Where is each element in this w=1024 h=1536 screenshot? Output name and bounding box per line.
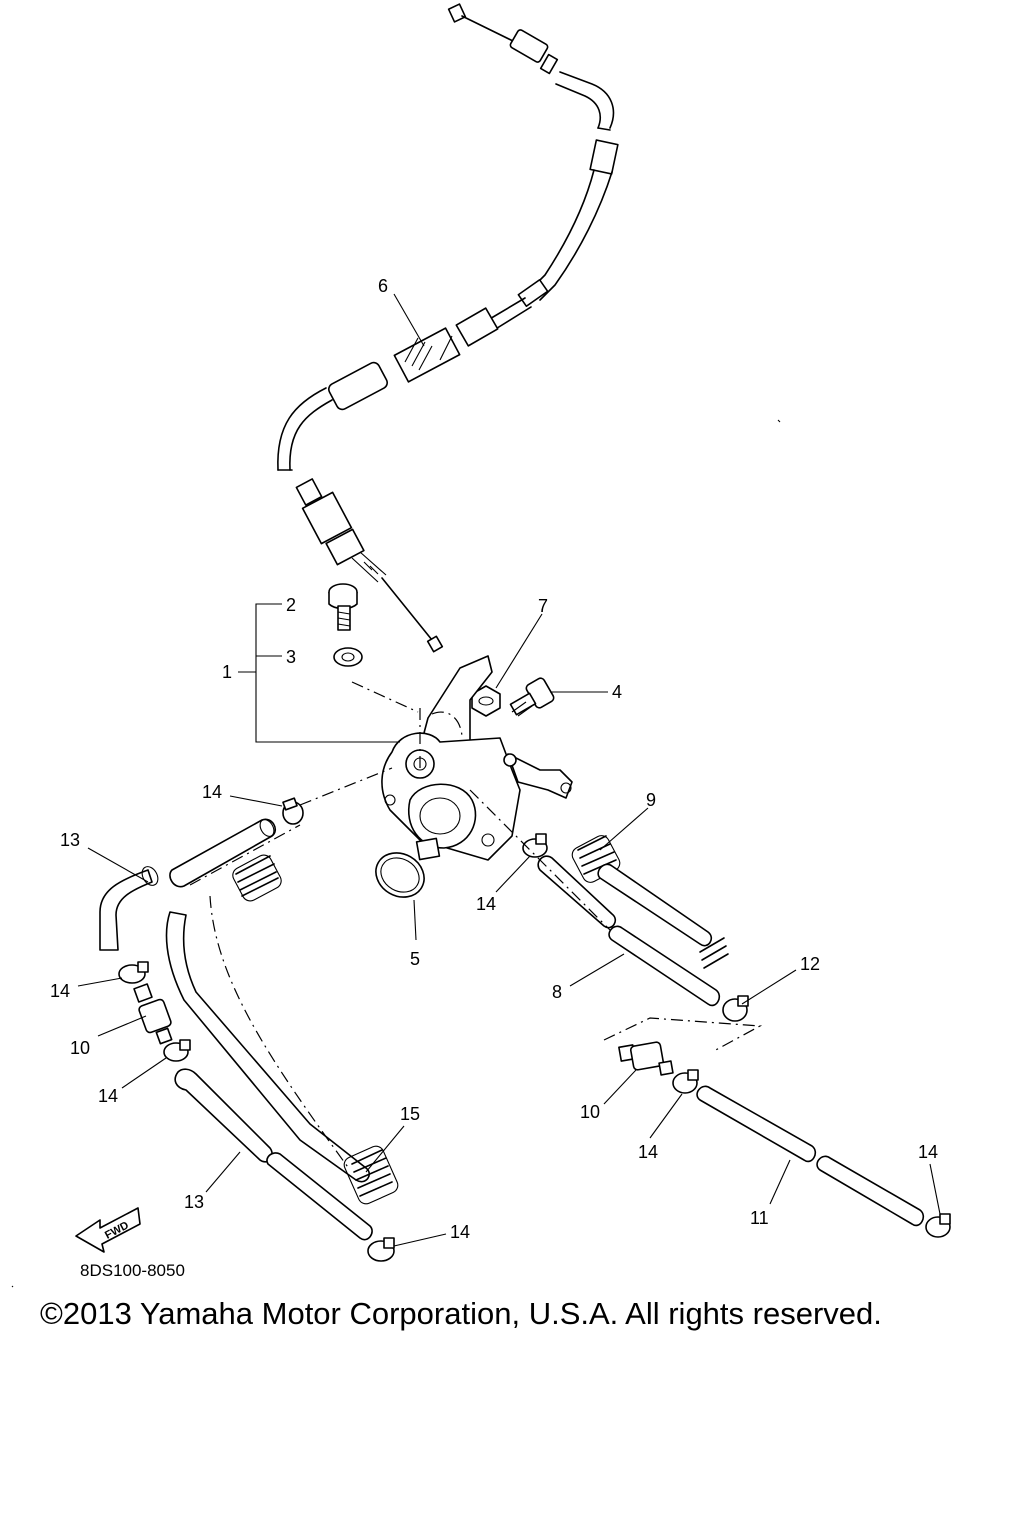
- callout-numbers: 1 2 3 4 5 6 7 8 9 10 10 11 12 13 13 14 1…: [50, 276, 938, 1242]
- pump-fasteners: [328, 583, 555, 717]
- callout-10-right: 10: [580, 1102, 600, 1122]
- callout-10-left: 10: [70, 1038, 90, 1058]
- leader-lines: [11, 293, 941, 1288]
- callout-14-left-lower: 14: [98, 1086, 118, 1106]
- callout-14-left-upper: 14: [50, 981, 70, 1001]
- callout-2: 2: [286, 595, 296, 615]
- callout-4: 4: [612, 682, 622, 702]
- callout-11: 11: [750, 1208, 769, 1228]
- callout-13-lower: 13: [184, 1192, 204, 1212]
- left-hoses: [99, 797, 399, 1262]
- callout-1: 1: [222, 662, 232, 682]
- right-hoses: [469, 789, 951, 1238]
- callout-14-pump-right: 14: [476, 894, 496, 914]
- callout-8: 8: [552, 982, 562, 1002]
- oil-pump-body: [381, 655, 573, 861]
- callout-12: 12: [800, 954, 820, 974]
- copyright-notice: ©2013 Yamaha Motor Corporation, U.S.A. A…: [40, 1296, 882, 1331]
- callout-14-right-mid: 14: [638, 1142, 658, 1162]
- callout-7: 7: [538, 596, 548, 616]
- callout-15: 15: [400, 1104, 420, 1124]
- callout-14-far-right: 14: [918, 1142, 938, 1162]
- callout-13-upper: 13: [60, 830, 80, 850]
- forward-arrow-label: FWD: [103, 1219, 131, 1241]
- part-number-label: 8DS100-8050: [80, 1261, 185, 1280]
- callout-6: 6: [378, 276, 388, 296]
- callout-9: 9: [646, 790, 656, 810]
- oil-pump-cable: [277, 3, 619, 653]
- callout-14-pump-left: 14: [202, 782, 222, 802]
- forward-arrow-icon: FWD: [75, 1207, 141, 1253]
- callout-14-bottom: 14: [450, 1222, 470, 1242]
- callout-3: 3: [286, 647, 296, 667]
- callout-5: 5: [410, 949, 420, 969]
